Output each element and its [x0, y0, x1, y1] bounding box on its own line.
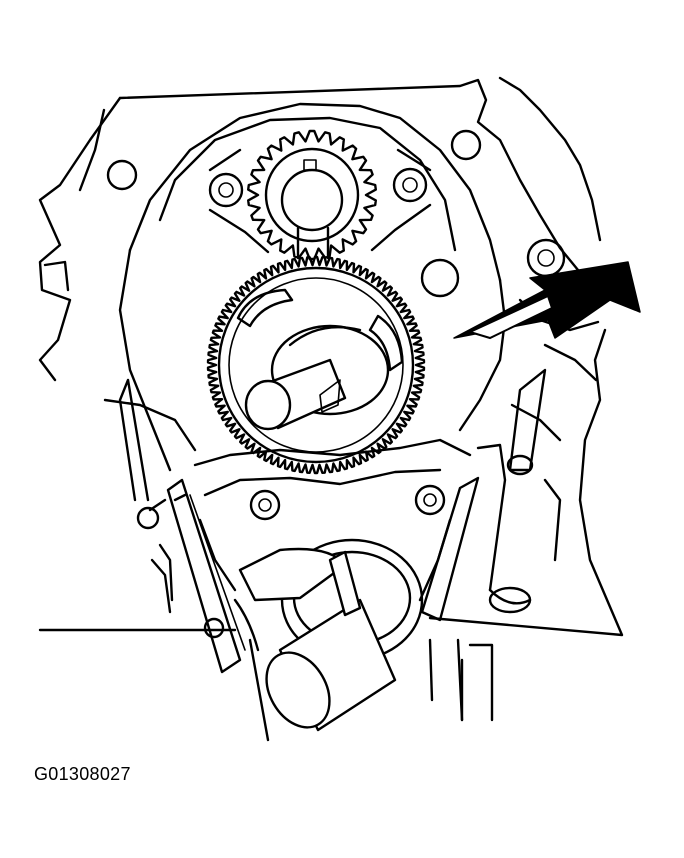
sprocket-mount-plate: [208, 148, 432, 254]
crankshaft-puller-tool: [233, 538, 424, 732]
engine-block-outline: [38, 76, 624, 722]
figure-code-label: G01308027: [34, 764, 131, 784]
bolt-bosses: [106, 129, 566, 521]
lower-front-cover: [158, 438, 472, 602]
lower-block-ribs: [150, 558, 464, 742]
camshaft-sprocket: [247, 129, 377, 261]
indicator-arrow: [453, 261, 641, 340]
chain-guide-right: [420, 368, 562, 622]
balance-shaft-gear: [206, 255, 426, 475]
